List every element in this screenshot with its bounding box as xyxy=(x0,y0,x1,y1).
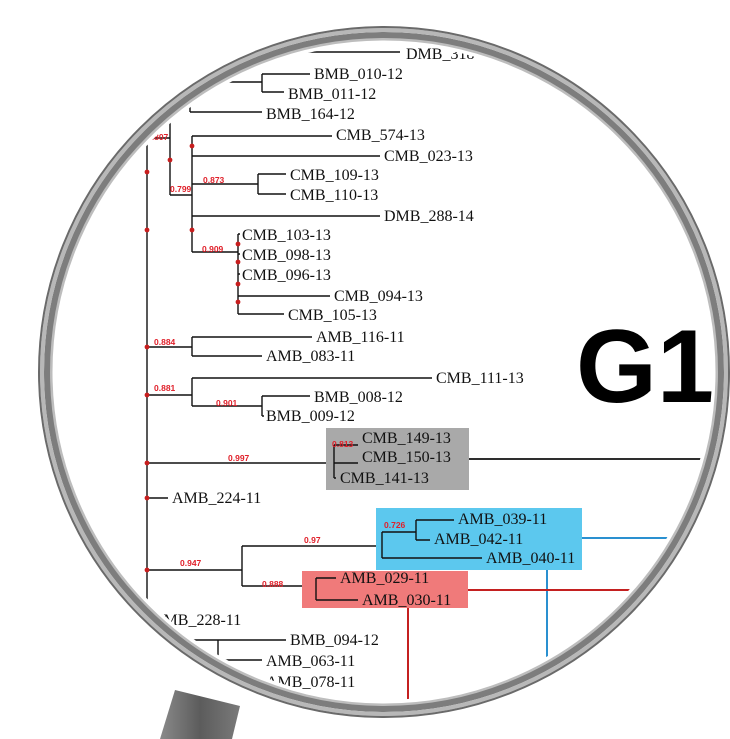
support-value: 0.726 xyxy=(384,520,406,530)
leaf-label-bmb-010-12: BMB_010-12 xyxy=(314,66,403,83)
support-value: 0.997 xyxy=(228,453,250,463)
support-value: 0.799 xyxy=(170,184,192,194)
leaf-label-bmb-164-12: BMB_164-12 xyxy=(266,106,355,123)
leaf-label-amb-029-11: AMB_029-11 xyxy=(340,570,429,587)
leaf-labels: DMB_318- BMB_010-12 BMB_011-12 BMB_164-1… xyxy=(152,46,575,691)
leaf-label-amb-039-11: AMB_039-11 xyxy=(458,511,547,528)
highlight-box-red xyxy=(302,571,468,608)
support-value: 0.881 xyxy=(154,383,176,393)
support-value: 0.909 xyxy=(202,244,224,254)
leaf-label-bmb-008-12: BMB_008-12 xyxy=(314,389,403,406)
support-value: 0.97 xyxy=(304,535,321,545)
leaf-label-cmb-141-13: CMB_141-13 xyxy=(340,470,429,487)
leaf-label-amb-116-11: AMB_116-11 xyxy=(316,329,405,346)
lens-handle xyxy=(160,690,240,739)
leaf-label-cmb-574-13: CMB_574-13 xyxy=(336,127,425,144)
support-value: 0.873 xyxy=(203,175,225,185)
leaf-label-cmb-110-13: CMB_110-13 xyxy=(290,187,378,204)
leaf-label-bmb-009-12: BMB_009-12 xyxy=(266,408,355,425)
support-value: 0.947 xyxy=(180,558,202,568)
support-value: 0.807 xyxy=(147,132,169,142)
leaf-label-cmb-103-13: CMB_103-13 xyxy=(242,227,331,244)
leaf-label-amb-083-11: AMB_083-11 xyxy=(266,348,355,365)
leaf-label-bmb-094-12: BMB_094-12 xyxy=(290,632,379,649)
leaf-label-cmb-111-13: CMB_111-13 xyxy=(436,370,524,387)
leaf-label-cmb-105-13: CMB_105-13 xyxy=(288,307,377,324)
leaf-label-amb-042-11: AMB_042-11 xyxy=(434,531,523,548)
support-value: 0.888 xyxy=(262,579,284,589)
leaf-label-amb-030-11: AMB_030-11 xyxy=(362,592,451,609)
leaf-label-cmb-094-13: CMB_094-13 xyxy=(334,288,423,305)
leaf-label-amb-040-11: AMB_040-11 xyxy=(486,550,575,567)
leaf-label-cmb-150-13: CMB_150-13 xyxy=(362,449,451,466)
support-value: 0.813 xyxy=(332,439,354,449)
lens-rim xyxy=(38,26,730,718)
leaf-label-cmb-096-13: CMB_096-13 xyxy=(242,267,331,284)
leaf-label-amb-224-11: AMB_224-11 xyxy=(172,490,261,507)
support-value: 0.901 xyxy=(216,398,238,408)
magnifying-glass-icon xyxy=(160,690,240,739)
highlight-box-grey xyxy=(326,428,469,490)
leaf-label-amb-063-11: AMB_063-11 xyxy=(266,653,355,670)
highlight-box-blue xyxy=(376,508,582,570)
leaf-label-cmb-098-13: CMB_098-13 xyxy=(242,247,331,264)
leaf-label-bmb-011-12: BMB_011-12 xyxy=(288,86,376,103)
leaf-label-cmb-109-13: CMB_109-13 xyxy=(290,167,379,184)
leaf-label-dmb-288-14: DMB_288-14 xyxy=(384,208,474,225)
support-value: 0.884 xyxy=(154,337,176,347)
lens-content: DMB_318- BMB_010-12 BMB_011-12 BMB_164-1… xyxy=(144,44,715,700)
leaf-label-cmb-023-13: CMB_023-13 xyxy=(384,148,473,165)
leaf-label-cmb-149-13: CMB_149-13 xyxy=(362,430,451,447)
group-label: G1 xyxy=(576,309,715,425)
